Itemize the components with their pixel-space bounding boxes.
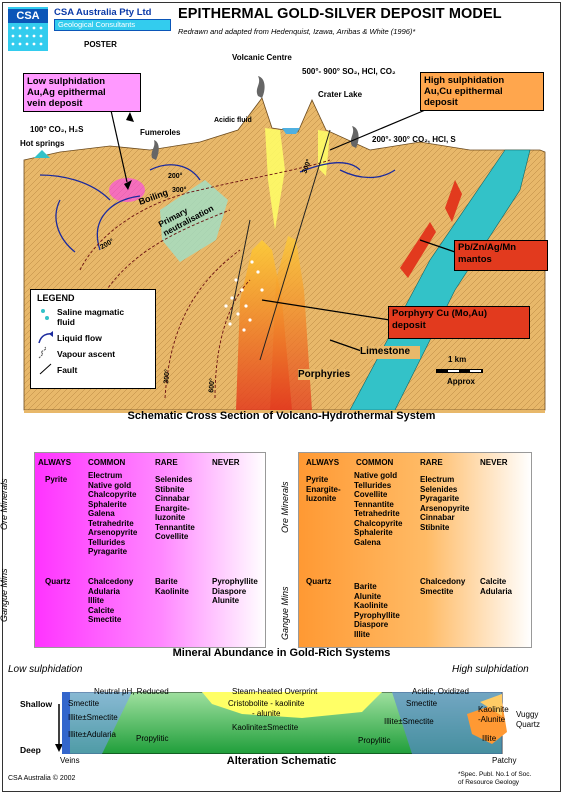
scale-approx-label: Approx [447, 377, 475, 386]
low-header-rare: RARE [155, 458, 178, 467]
scale-km-label: 1 km [448, 355, 467, 364]
limestone-label: Limestone [360, 346, 420, 359]
deep-label: Deep [20, 745, 41, 755]
logo-text: CSA [8, 9, 48, 23]
high-abundance-panel [298, 452, 532, 648]
alt-smectite-l: Smectite [68, 699, 100, 708]
high-sulph-label: High sulphidation [452, 664, 529, 675]
low-gangue-common: Chalcedony Adularia Illite Calcite Smect… [88, 577, 134, 624]
company-name: CSA Australia Pty Ltd [54, 7, 152, 18]
high-header-rare: RARE [420, 458, 443, 467]
low-sulph-callout: Low sulphidation Au,Ag epithermal vein d… [23, 73, 141, 112]
logo-dots-icon [11, 26, 43, 46]
low-sulph-label: Low sulphidation [8, 664, 83, 675]
legend: LEGEND Saline magmatic fluid Liquid flow… [30, 289, 156, 389]
high-ore-common: Native gold Tellurides Covellite Tennant… [354, 471, 403, 547]
alt-propylitic-r: Propylitic [358, 736, 391, 745]
alt-kaolinite-alunite: Kaolinite -Alunite [478, 705, 509, 724]
cross-section-caption: Schematic Cross Section of Volcano-Hydro… [127, 410, 436, 422]
vapour-ascent-icon [38, 346, 47, 359]
alt-cristobolite: Cristobolite - kaolinite - alunite [228, 699, 305, 718]
alt-kaolinite-smectite: Kaolinite±Smectite [232, 723, 299, 732]
pb-mantos-box: Pb/Zn/Ag/Mn mantos [454, 240, 548, 271]
gas-top-label: 500°- 900° SO₂, HCl, CO₂ [302, 67, 396, 76]
limestone-band [349, 149, 531, 411]
legend-vapour: Vapour ascent [57, 349, 116, 359]
high-gangue-never: Calcite Adularia [480, 577, 513, 596]
veins-label: Veins [60, 756, 80, 765]
high-gangue-always: Quartz [306, 577, 332, 586]
saline-dots-icon [41, 309, 49, 320]
acidic-fluid-label: Acidic fluid [214, 117, 252, 124]
alt-vuggy-quartz: Vuggy Quartz [516, 710, 541, 729]
abundance-caption: Mineral Abundance in Gold-Rich Systems [172, 647, 391, 659]
alt-illite-smectite-l: Illite±Smectite [68, 713, 118, 722]
legend-fault: Fault [57, 365, 78, 375]
steam-label: Steam-heated Overprint [232, 687, 318, 696]
fumeroles-label: Fumeroles [140, 128, 181, 137]
high-gangue-rare: Chalcedony Smectite [420, 577, 466, 596]
co2-right-label: 200°- 300° CO₂, HCl, S [372, 135, 456, 144]
csa-logo: CSA [8, 7, 48, 51]
depth-arrow-icon [55, 704, 63, 752]
alt-propylitic-l: Propylitic [136, 734, 169, 743]
low-gangue-never: Pyrophyllite Diaspore Alunite [212, 577, 258, 605]
volcanic-centre-label: Volcanic Centre [232, 53, 292, 62]
low-abundance-panel [34, 452, 266, 648]
row-label-ore-high: Ore Minerals [280, 481, 290, 533]
row-label-gangue-low: Gangue Mins [0, 568, 9, 622]
low-header-never: NEVER [212, 458, 240, 467]
high-header-common: COMMON [356, 458, 394, 467]
row-label-gangue-high: Gangue Mins [280, 586, 290, 640]
alt-smectite-r: Smectite [406, 699, 438, 708]
page-title: EPITHERMAL GOLD-SILVER DEPOSIT MODEL [178, 6, 502, 22]
isotherm-600: 600° [208, 377, 217, 394]
alt-illite-smectite-r: Illite±Smectite [384, 717, 434, 726]
high-ore-always: Pyrite Enargite- luzonite [306, 475, 341, 503]
credit-line: Redrawn and adapted from Hedenquist, Iza… [178, 27, 416, 36]
low-ore-rare: Selenides Stibnite Cinnabar Enargite- lu… [155, 475, 195, 541]
isotherm-200-a: 200° [168, 173, 183, 180]
high-sulph-callout: High sulphidation Au,Cu epithermal depos… [420, 72, 544, 111]
patchy-label: Patchy [492, 756, 517, 765]
alteration-diagram [62, 692, 507, 754]
low-header-common: COMMON [88, 458, 126, 467]
crater-lake-label: Crater Lake [318, 90, 363, 99]
porphyry-cu-box: Porphyry Cu (Mo,Au) deposit [388, 306, 530, 339]
liquid-flow-icon [38, 331, 54, 344]
low-ore-common: Electrum Native gold Chalcopyrite Sphale… [88, 471, 138, 556]
legend-saline: Saline magmatic fluid [57, 307, 125, 327]
low-ore-always: Pyrite [45, 475, 68, 484]
low-header-always: ALWAYS [38, 458, 72, 467]
company-subtitle: Geological Consultants [54, 19, 171, 31]
fault-icon [39, 363, 52, 375]
porphyries-label: Porphyries [298, 369, 351, 380]
poster-label: POSTER [84, 40, 117, 49]
shallow-label: Shallow [20, 699, 53, 709]
row-label-ore-low: Ore Minerals [0, 478, 9, 530]
high-header-never: NEVER [480, 458, 508, 467]
legend-liquid: Liquid flow [57, 333, 102, 343]
isotherm-300-a: 300° [172, 187, 187, 194]
alteration-caption: Alteration Schematic [226, 755, 337, 767]
co2-left-label: 100° CO₂, H₂S [30, 125, 84, 134]
isotherm-300-c: 300° [163, 368, 172, 385]
copyright: CSA Australia © 2002 [8, 775, 76, 782]
alt-illite-r: Illite [482, 734, 497, 743]
low-gangue-always: Quartz [45, 577, 71, 586]
hot-springs-label: Hot springs [20, 139, 65, 148]
legend-title: LEGEND [37, 293, 75, 303]
neutral-label: Neutral pH, Reduced [94, 687, 169, 696]
high-gangue-common: Barite Alunite Kaolinite Pyrophyllite Di… [354, 582, 400, 639]
low-gangue-rare: Barite Kaolinite [155, 577, 189, 596]
high-ore-rare: Electrum Selenides Pyragarite Arsenopyri… [420, 475, 470, 532]
alt-illite-adularia: Illite±Adularia [68, 730, 116, 739]
acidic-label: Acidic, Oxidized [412, 687, 469, 696]
high-header-always: ALWAYS [306, 458, 340, 467]
footnote: *Spec. Publ. No.1 of Soc. of Resource Ge… [458, 771, 532, 786]
